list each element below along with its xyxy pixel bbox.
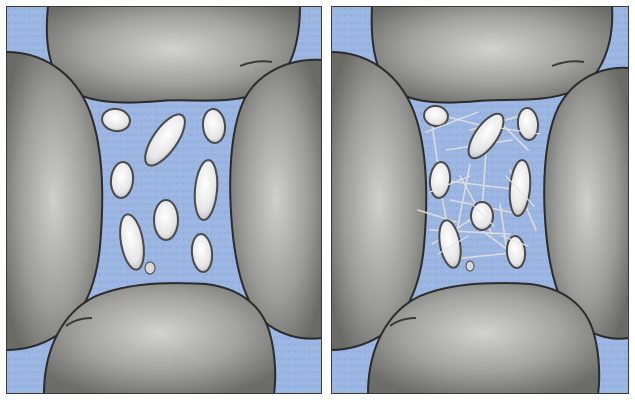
panel-left <box>6 6 322 394</box>
particle <box>466 261 474 271</box>
particle <box>145 262 155 274</box>
particle <box>154 200 178 240</box>
panel-right <box>331 6 629 394</box>
